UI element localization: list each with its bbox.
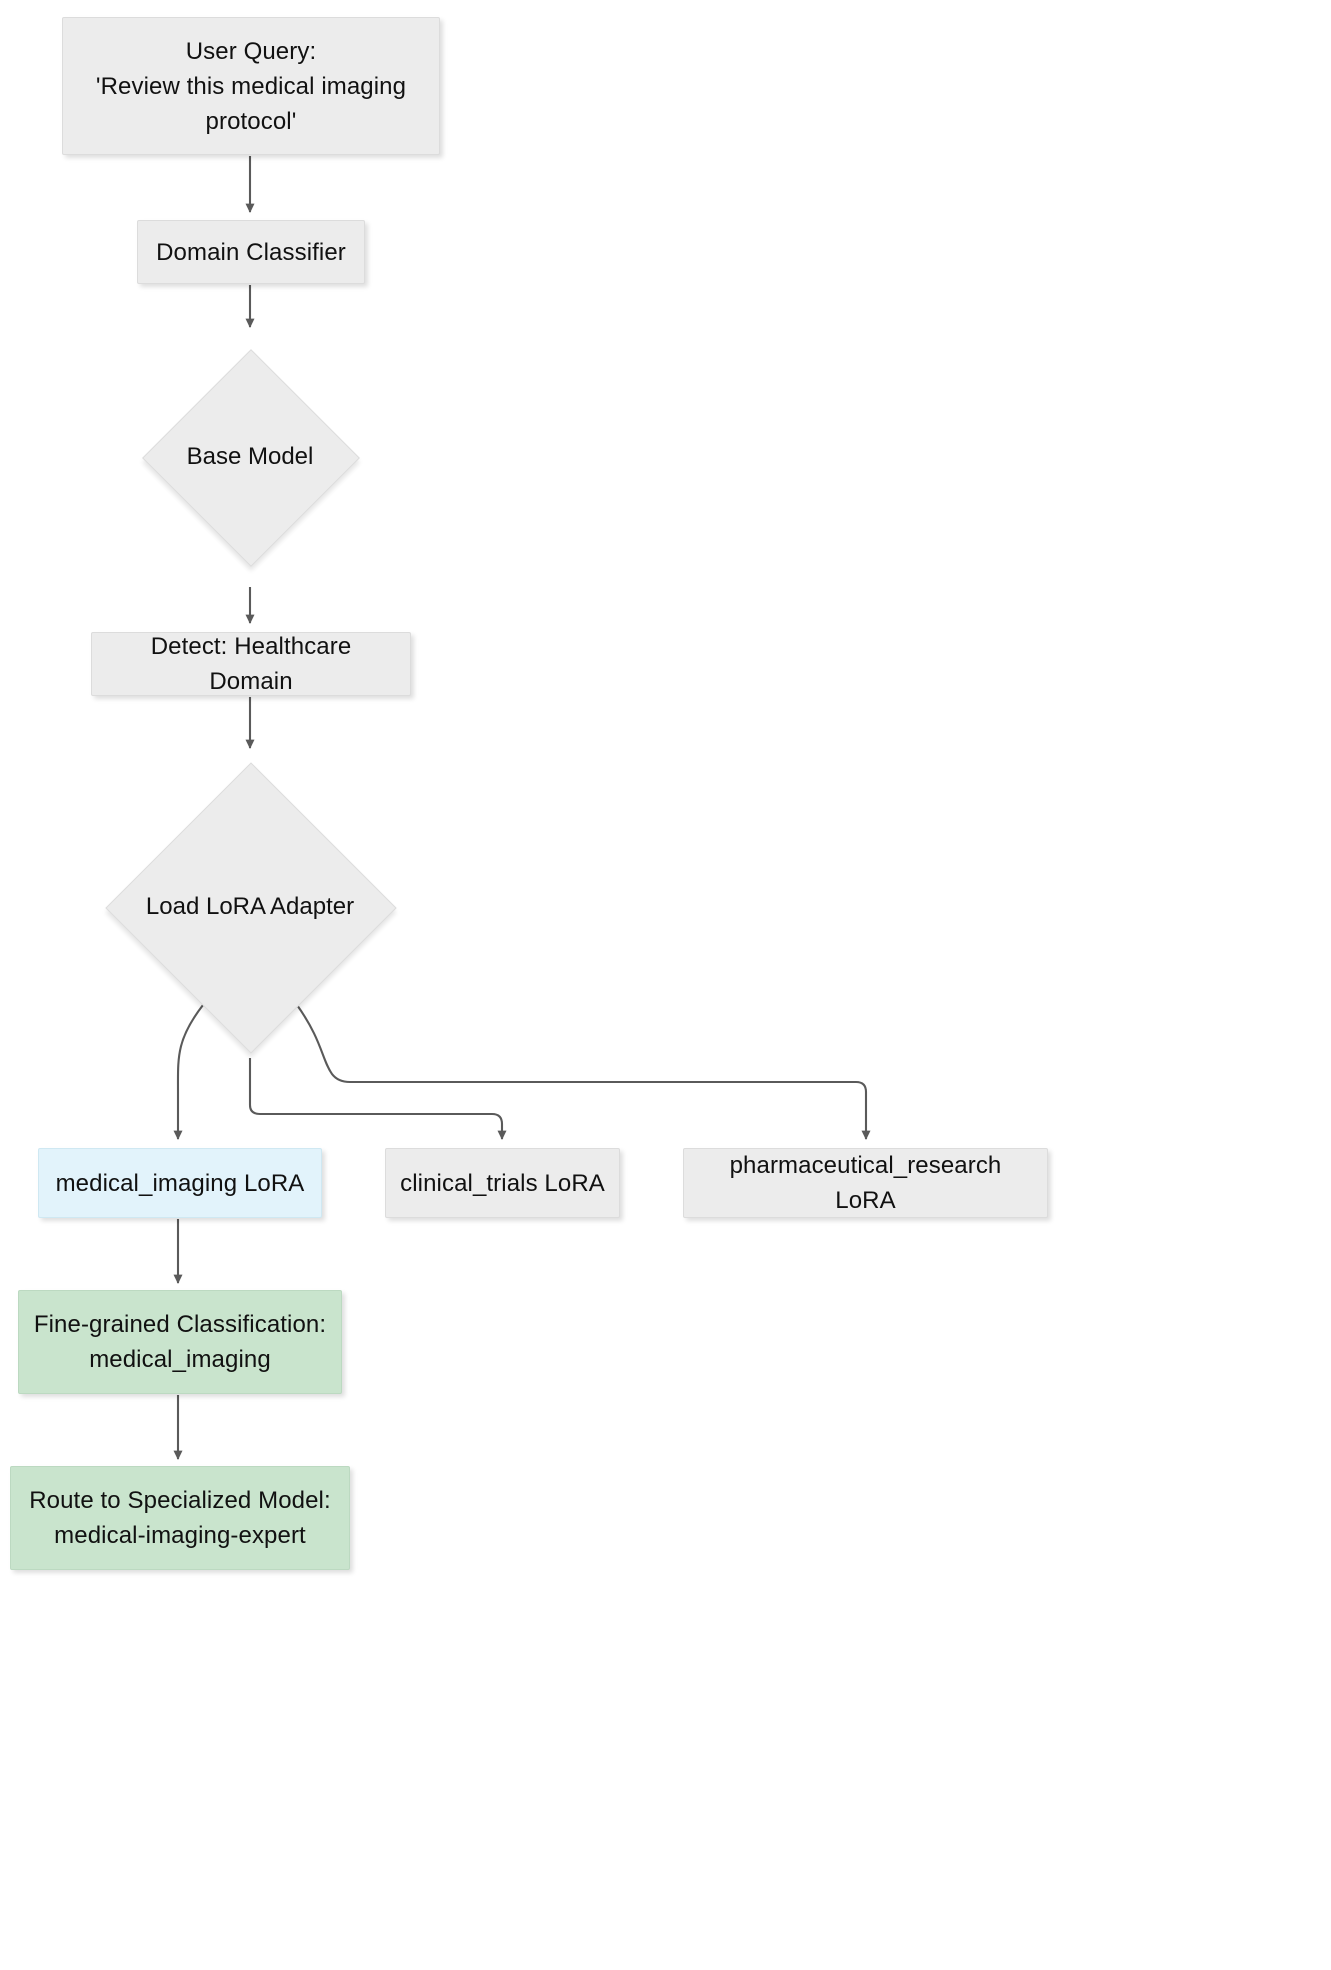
node-user-query[interactable]: User Query: 'Review this medical imaging… — [62, 17, 440, 155]
node-detect-healthcare-domain-label: Detect: Healthcare Domain — [150, 633, 352, 695]
node-domain-classifier-label: Domain Classifier — [156, 238, 346, 266]
node-clinical-trials-lora-label: clinical_trials LoRA — [400, 1169, 605, 1197]
node-fine-grained-classification-label: Fine-grained Classification: medical_ima… — [33, 1311, 327, 1373]
node-base-model[interactable]: Base Model — [142, 349, 360, 567]
node-medical-imaging-lora[interactable]: medical_imaging LoRA — [38, 1148, 322, 1218]
node-fine-grained-classification[interactable]: Fine-grained Classification: medical_ima… — [18, 1290, 342, 1394]
edge-load-lora-to-medical-imaging — [173, 1004, 204, 1141]
node-pharmaceutical-research-lora-label: pharmaceutical_research LoRA — [729, 1152, 1002, 1214]
node-clinical-trials-lora[interactable]: clinical_trials LoRA — [385, 1148, 620, 1218]
node-detect-healthcare-domain[interactable]: Detect: Healthcare Domain — [91, 632, 411, 696]
edge-load-lora-to-clinical-trials — [248, 1058, 507, 1141]
edge-load-lora-to-pharma-research — [296, 1004, 871, 1141]
node-route-to-specialized-model-label: Route to Specialized Model: medical-imag… — [29, 1487, 331, 1549]
node-pharmaceutical-research-lora[interactable]: pharmaceutical_research LoRA — [683, 1148, 1048, 1218]
node-medical-imaging-lora-label: medical_imaging LoRA — [55, 1169, 305, 1197]
node-load-lora-adapter-label: Load LoRA Adapter — [145, 893, 355, 920]
node-load-lora-adapter[interactable]: Load LoRA Adapter — [105, 762, 397, 1054]
node-base-model-label: Base Model — [186, 443, 314, 470]
node-domain-classifier[interactable]: Domain Classifier — [137, 220, 365, 284]
node-route-to-specialized-model[interactable]: Route to Specialized Model: medical-imag… — [10, 1466, 350, 1570]
node-user-query-label: User Query: 'Review this medical imaging… — [95, 37, 407, 135]
